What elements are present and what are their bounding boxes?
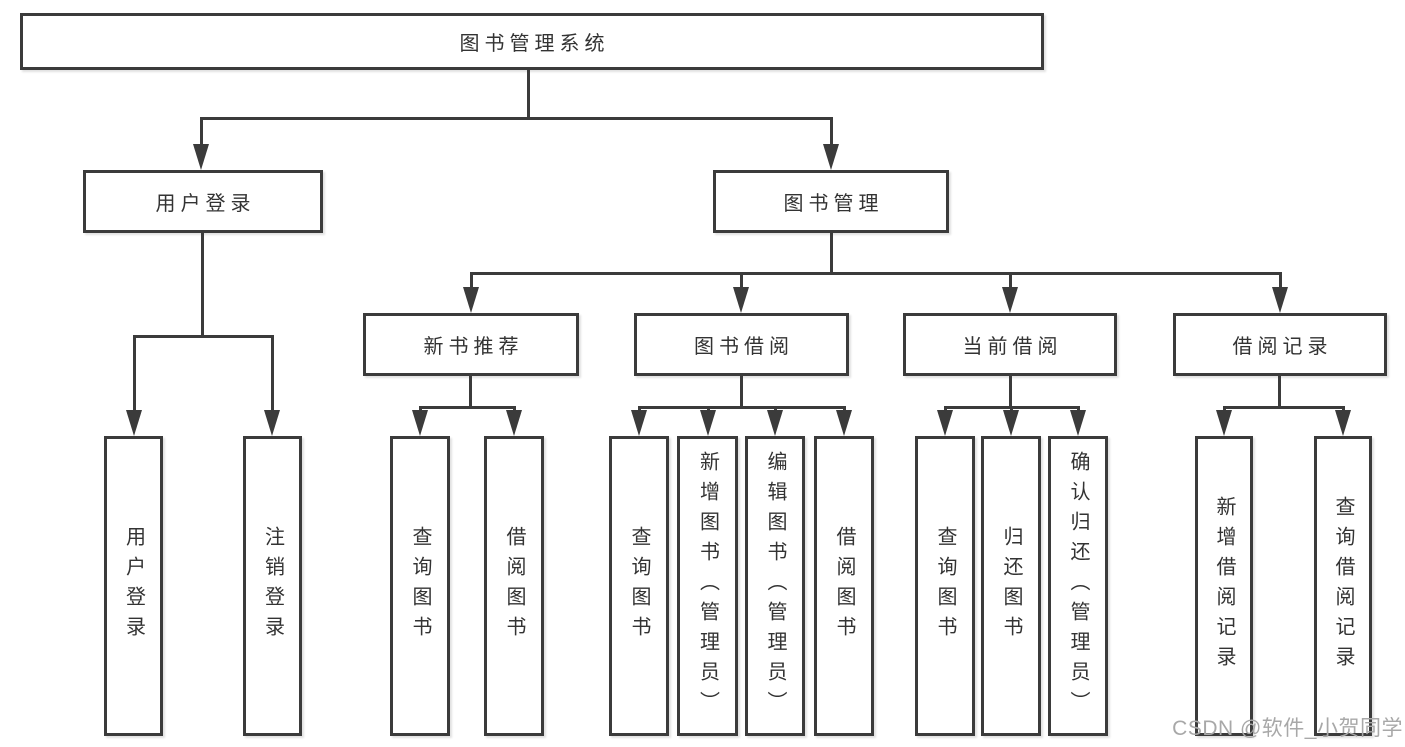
edge-root-stem bbox=[527, 70, 530, 118]
arrowhead-to-nb-query bbox=[412, 410, 428, 436]
leaf-current-borrow-confirm-label: 确认归还（管理员） bbox=[1067, 451, 1089, 721]
arrowhead-to-borrow-record bbox=[1272, 287, 1288, 313]
arrowhead-to-cb-query bbox=[937, 410, 953, 436]
edge-stem-to-book-mgmt bbox=[830, 117, 833, 146]
node-borrow-record-label: 借阅记录 bbox=[1232, 336, 1333, 358]
leaf-book-borrow-edit: 编辑图书（管理员） bbox=[745, 436, 805, 736]
leaf-user-login: 用户登录 bbox=[104, 436, 163, 736]
edge-stem-to-bb-add bbox=[707, 406, 710, 412]
leaf-current-borrow-confirm: 确认归还（管理员） bbox=[1048, 436, 1108, 736]
arrowhead-to-leaf-logout bbox=[264, 410, 280, 436]
arrowhead-to-cb-return bbox=[1003, 410, 1019, 436]
node-new-book-label: 新书推荐 bbox=[423, 336, 524, 358]
edge-stem-to-nb-query bbox=[419, 406, 422, 412]
leaf-logout: 注销登录 bbox=[243, 436, 302, 736]
arrowhead-to-new-book bbox=[463, 287, 479, 313]
leaf-borrow-record-add: 新增借阅记录 bbox=[1195, 436, 1253, 736]
leaf-book-borrow-query-label: 查询图书 bbox=[628, 526, 650, 646]
edge-borrow-record-split bbox=[1223, 406, 1345, 409]
edge-stem-to-bb-borrow bbox=[843, 406, 846, 412]
edge-stem-to-leaf-logout bbox=[271, 335, 274, 411]
leaf-current-borrow-query: 查询图书 bbox=[915, 436, 975, 736]
arrowhead-to-bb-borrow bbox=[836, 410, 852, 436]
edge-stem-to-cb-return bbox=[1010, 406, 1013, 412]
node-root: 图书管理系统 bbox=[20, 13, 1044, 70]
node-book-borrow: 图书借阅 bbox=[634, 313, 849, 376]
leaf-book-borrow-add-label: 新增图书（管理员） bbox=[696, 451, 719, 721]
leaf-book-borrow-add: 新增图书（管理员） bbox=[677, 436, 738, 736]
leaf-new-book-borrow-label: 借阅图书 bbox=[503, 526, 525, 646]
edge-user-login-split bbox=[133, 335, 274, 338]
arrowhead-to-current-borrow bbox=[1002, 287, 1018, 313]
arrowhead-to-nb-borrow bbox=[506, 410, 522, 436]
leaf-logout-label: 注销登录 bbox=[261, 526, 284, 646]
arrowhead-to-bb-add bbox=[700, 410, 716, 436]
arrowhead-to-bb-edit bbox=[767, 410, 783, 436]
edge-level1-split bbox=[200, 117, 833, 120]
leaf-borrow-record-query-label: 查询借阅记录 bbox=[1332, 496, 1354, 676]
node-book-borrow-label: 图书借阅 bbox=[694, 336, 794, 358]
leaf-new-book-borrow: 借阅图书 bbox=[484, 436, 544, 736]
leaf-book-borrow-query: 查询图书 bbox=[609, 436, 669, 736]
arrowhead-to-user-login bbox=[193, 144, 209, 170]
leaf-book-borrow-borrow-label: 借阅图书 bbox=[833, 526, 855, 646]
node-current-borrow: 当前借阅 bbox=[903, 313, 1117, 376]
arrowhead-to-br-query bbox=[1335, 410, 1351, 436]
csdn-watermark: CSDN @软件_小贺同学 bbox=[1172, 717, 1403, 740]
edge-borrow-record-stem bbox=[1278, 376, 1281, 408]
edge-level3-split bbox=[470, 272, 1282, 275]
edge-book-borrow-split bbox=[638, 406, 846, 409]
node-new-book: 新书推荐 bbox=[363, 313, 579, 376]
edge-stem-to-cb-query bbox=[944, 406, 947, 412]
node-root-label: 图书管理系统 bbox=[459, 33, 610, 55]
edge-book-borrow-stem bbox=[740, 376, 743, 408]
arrowhead-to-bb-query bbox=[631, 410, 647, 436]
node-borrow-record: 借阅记录 bbox=[1173, 313, 1387, 376]
node-book-mgmt: 图书管理 bbox=[713, 170, 949, 233]
arrowhead-to-cb-confirm bbox=[1070, 410, 1086, 436]
node-user-login: 用户登录 bbox=[83, 170, 323, 233]
leaf-borrow-record-query: 查询借阅记录 bbox=[1314, 436, 1372, 736]
node-book-mgmt-label: 图书管理 bbox=[783, 193, 884, 215]
edge-book-mgmt-stem bbox=[830, 233, 833, 274]
leaf-book-borrow-edit-label: 编辑图书（管理员） bbox=[764, 451, 786, 721]
edge-user-login-stem bbox=[201, 233, 204, 338]
edge-stem-to-nb-borrow bbox=[513, 406, 516, 412]
leaf-current-borrow-query-label: 查询图书 bbox=[934, 526, 956, 646]
edge-stem-to-leaf-user-login bbox=[133, 335, 136, 411]
arrowhead-to-br-add bbox=[1216, 410, 1232, 436]
edge-stem-to-borrow-record bbox=[1279, 272, 1282, 289]
leaf-borrow-record-add-label: 新增借阅记录 bbox=[1213, 496, 1235, 676]
arrowhead-to-book-borrow bbox=[733, 287, 749, 313]
edge-stem-to-new-book bbox=[470, 272, 473, 289]
edge-stem-to-cb-confirm bbox=[1077, 406, 1080, 412]
arrowhead-to-book-mgmt bbox=[823, 144, 839, 170]
edge-stem-to-current-borrow bbox=[1009, 272, 1012, 289]
edge-stem-to-user-login bbox=[200, 117, 203, 146]
edge-new-book-stem bbox=[469, 376, 472, 408]
leaf-new-book-query-label: 查询图书 bbox=[409, 526, 431, 646]
edge-new-book-split bbox=[419, 406, 516, 409]
leaf-book-borrow-borrow: 借阅图书 bbox=[814, 436, 874, 736]
leaf-current-borrow-return: 归还图书 bbox=[981, 436, 1041, 736]
edge-stem-to-br-query bbox=[1342, 406, 1345, 412]
edge-current-borrow-stem bbox=[1009, 376, 1012, 408]
leaf-user-login-label: 用户登录 bbox=[122, 526, 145, 646]
edge-stem-to-br-add bbox=[1223, 406, 1226, 412]
edge-stem-to-book-borrow bbox=[740, 272, 743, 289]
leaf-new-book-query: 查询图书 bbox=[390, 436, 450, 736]
node-user-login-label: 用户登录 bbox=[155, 193, 256, 215]
leaf-current-borrow-return-label: 归还图书 bbox=[1000, 526, 1022, 646]
edge-stem-to-bb-edit bbox=[774, 406, 777, 412]
edge-stem-to-bb-query bbox=[638, 406, 641, 412]
arrowhead-to-leaf-user-login bbox=[126, 410, 142, 436]
node-current-borrow-label: 当前借阅 bbox=[962, 336, 1063, 358]
